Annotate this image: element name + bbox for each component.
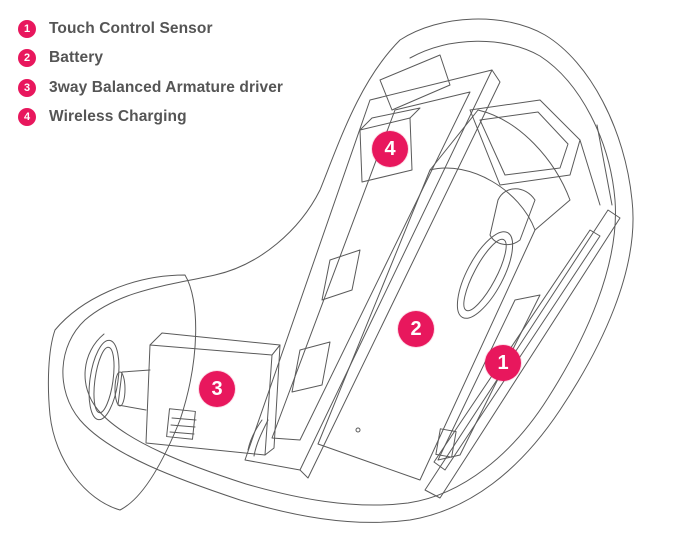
driver-connector-line <box>171 425 195 427</box>
touch-sensor-strip <box>425 210 620 498</box>
pcb-inner-strip <box>272 92 470 440</box>
driver-body-top <box>150 333 280 355</box>
pcb-component-mid <box>322 250 360 300</box>
driver-nozzle-tip <box>115 372 125 406</box>
legend-label: 3way Balanced Armature driver <box>49 78 284 96</box>
driver-body-side <box>265 345 280 455</box>
touch-sensor-strip-inner <box>434 230 600 470</box>
touch-sensor-chip <box>438 295 540 460</box>
housing-inner-outline <box>85 41 615 505</box>
legend: 1 Touch Control Sensor 2 Battery 3 3way … <box>18 14 283 132</box>
legend-item-battery: 2 Battery <box>18 44 283 74</box>
battery-slot-inner <box>457 235 514 316</box>
touch-sensor-connector <box>436 429 456 457</box>
ear-tip-opening-inner <box>90 346 117 414</box>
driver-connector <box>167 409 196 440</box>
charging-coil-top <box>360 108 420 130</box>
driver-wires <box>248 420 268 456</box>
ear-tip-opening <box>85 338 124 421</box>
top-bracket-inner <box>480 112 568 175</box>
legend-item-touch-control-sensor: 1 Touch Control Sensor <box>18 14 283 44</box>
housing-outline <box>63 19 633 522</box>
legend-label: Wireless Charging <box>49 108 187 126</box>
legend-badge: 2 <box>18 49 36 68</box>
callout-wireless-charging: 4 <box>372 131 408 167</box>
legend-item-wireless-charging: 4 Wireless Charging <box>18 103 283 133</box>
legend-badge: 1 <box>18 19 36 38</box>
legend-label: Touch Control Sensor <box>49 19 213 37</box>
driver-connector-line <box>172 418 196 420</box>
legend-badge: 4 <box>18 108 36 127</box>
pcb-board-edge <box>300 70 500 478</box>
pcb-component-low <box>292 342 330 392</box>
callout-balanced-armature-driver: 3 <box>199 371 235 407</box>
pcb-component-top <box>380 55 450 110</box>
driver-nozzle <box>118 370 150 410</box>
callout-battery: 2 <box>398 311 434 347</box>
legend-item-balanced-armature-driver: 3 3way Balanced Armature driver <box>18 73 283 103</box>
top-bracket <box>470 100 580 185</box>
legend-label: Battery <box>49 49 104 67</box>
ear-tip-outline <box>48 275 195 510</box>
legend-badge: 3 <box>18 78 36 97</box>
driver-connector-line <box>170 432 194 434</box>
charging-coil <box>360 118 412 182</box>
callout-touch-control-sensor: 1 <box>485 345 521 381</box>
battery-dot <box>356 428 360 432</box>
battery-slot-outer <box>447 224 524 326</box>
battery-top <box>430 110 570 230</box>
housing-rib <box>580 140 600 205</box>
battery-cylinder <box>490 189 535 245</box>
housing-rib <box>597 125 612 205</box>
